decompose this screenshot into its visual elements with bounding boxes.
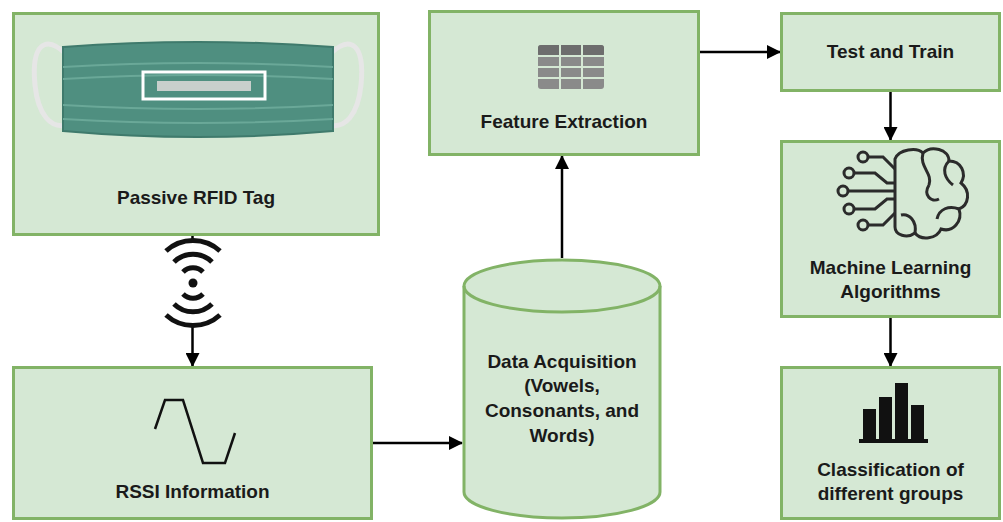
flow-arrow bbox=[700, 51, 780, 54]
process-box: Feature Extraction bbox=[428, 10, 700, 156]
model-box: Machine Learning Algorithms bbox=[780, 140, 1001, 318]
text-stack: Data Acquisition (Vowels, Consonants, an… bbox=[478, 350, 646, 449]
result-box: Classification of different groups bbox=[780, 366, 1001, 520]
signal-box: RSSI Information bbox=[12, 366, 373, 520]
text-stack: Passive RFID Tag bbox=[117, 186, 275, 211]
flow-arrow bbox=[889, 92, 892, 140]
node-label: Test and Train bbox=[827, 40, 954, 65]
node-label: Passive RFID Tag bbox=[117, 186, 275, 211]
flow-arrow bbox=[561, 156, 564, 258]
table-icon bbox=[431, 13, 703, 159]
node-label: RSSI Information bbox=[115, 480, 269, 505]
text-stack: Test and Train bbox=[827, 40, 954, 65]
text-stack: RSSI Information bbox=[115, 480, 269, 505]
node-label: Classification of different groups bbox=[791, 458, 990, 507]
flow-arrow bbox=[373, 442, 462, 445]
database-cylinder: Data Acquisition (Vowels, Consonants, an… bbox=[462, 258, 662, 520]
tag-box: Passive RFID Tag bbox=[12, 12, 380, 236]
text-stack: Feature Extraction bbox=[481, 110, 648, 135]
node-label: Feature Extraction bbox=[481, 110, 648, 135]
process-box: Test and Train bbox=[780, 12, 1001, 92]
node-label: Data Acquisition (Vowels, Consonants, an… bbox=[478, 350, 646, 449]
text-stack: Classification of different groups bbox=[791, 458, 990, 507]
flow-arrow bbox=[889, 318, 892, 366]
node-label: Machine Learning Algorithms bbox=[791, 256, 990, 305]
text-stack: Machine Learning Algorithms bbox=[791, 256, 990, 305]
